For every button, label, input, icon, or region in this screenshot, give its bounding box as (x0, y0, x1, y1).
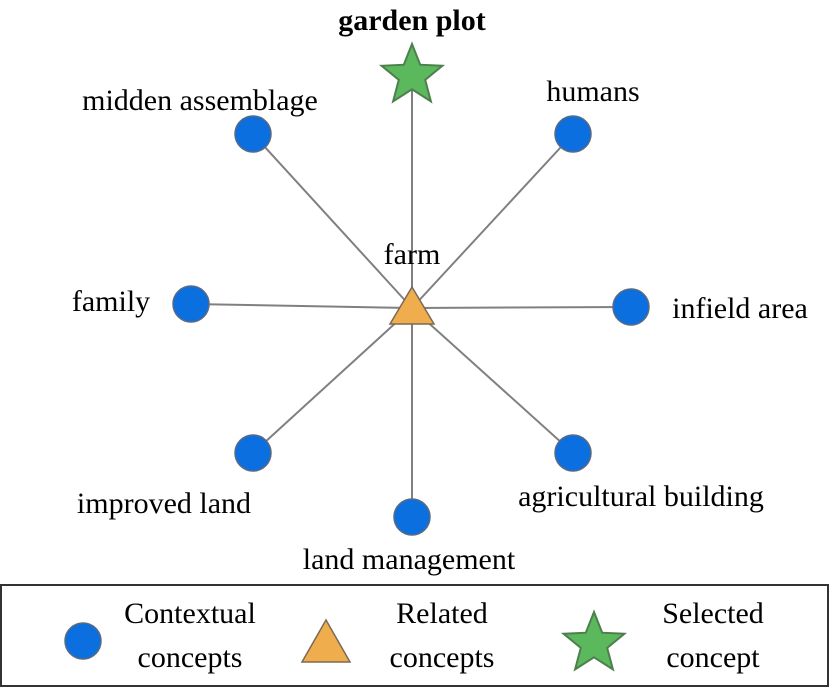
label-midden-assemblage: midden assemblage (82, 84, 318, 117)
legend-selected-icon (560, 609, 628, 672)
edge-infield (411, 306, 632, 309)
label-humans: humans (546, 75, 639, 108)
node-midden-assemblage[interactable] (234, 115, 272, 153)
contextual-nodes (172, 115, 650, 536)
legend-contextual-icon (64, 622, 102, 660)
legend-related-line1: Related (396, 597, 488, 630)
label-land-management: land management (303, 543, 516, 576)
legend-related-icon (300, 618, 352, 663)
edges (190, 78, 632, 517)
legend-contextual-line1: Contextual (124, 597, 256, 630)
edge-agri (411, 307, 574, 454)
legend-related-line2: concepts (390, 641, 495, 674)
node-infield-area[interactable] (612, 288, 650, 326)
label-family: family (72, 285, 150, 318)
legend-selected-line2: concept (666, 641, 760, 674)
legend-selected-line1: Selected (662, 597, 764, 630)
node-family[interactable] (172, 285, 210, 323)
node-land-management[interactable] (393, 498, 431, 536)
related-concept-triangle[interactable] (388, 285, 436, 325)
edge-family (190, 303, 413, 309)
node-improved-land[interactable] (234, 434, 272, 472)
selected-concept-label: garden plot (338, 4, 486, 37)
label-agricultural-building: agricultural building (518, 480, 764, 513)
label-improved-land: improved land (77, 487, 251, 520)
selected-concept-star[interactable] (378, 41, 446, 104)
label-farm: farm (384, 238, 441, 271)
label-infield-area: infield area (672, 292, 808, 325)
edge-midden (252, 133, 413, 309)
legend-contextual-line2: concepts (138, 641, 243, 674)
edge-humans (411, 133, 574, 309)
node-agricultural-building[interactable] (554, 434, 592, 472)
legend-box (0, 584, 829, 687)
node-humans[interactable] (554, 115, 592, 153)
legend: Contextual concepts Related concepts Sel… (0, 584, 829, 687)
edge-improved (252, 307, 413, 454)
